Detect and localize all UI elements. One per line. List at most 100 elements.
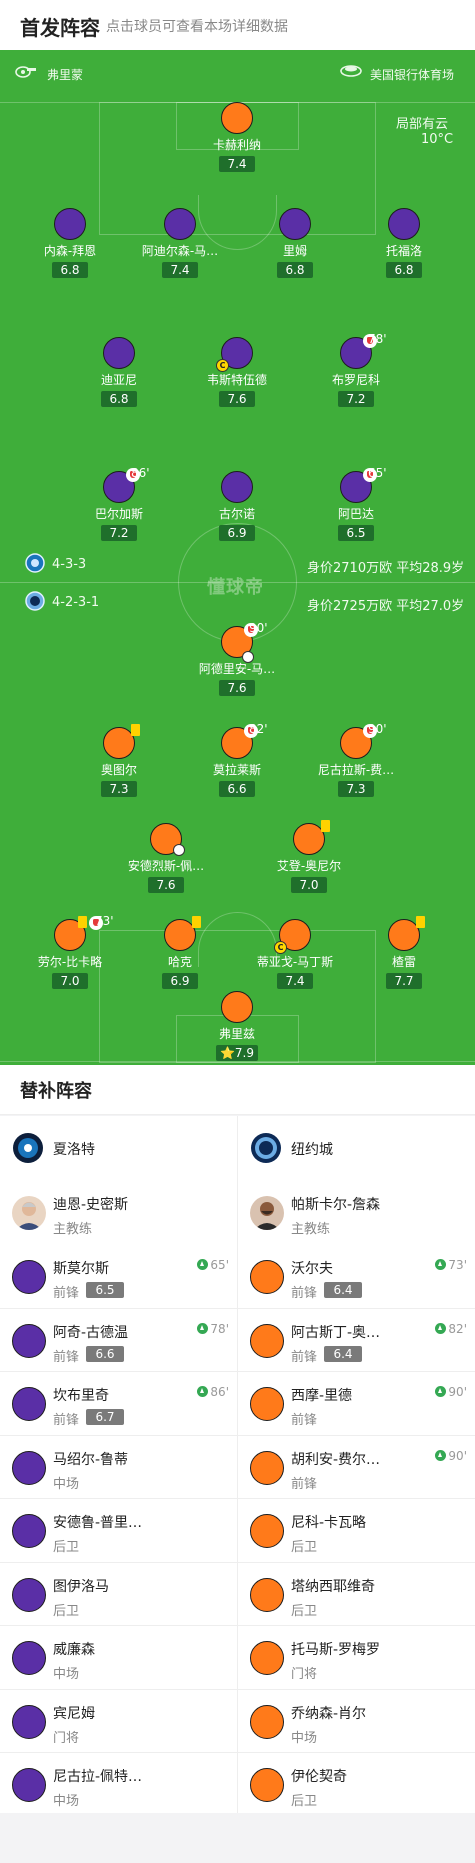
player-home-gk[interactable]: 卡赫利纳 7.4 — [177, 102, 297, 172]
sub-minute: 90' — [368, 722, 387, 736]
coach-label: 弗里蒙 — [47, 68, 84, 82]
row-divider — [238, 1561, 475, 1563]
player-avatar — [250, 1641, 284, 1675]
player-away-gk[interactable]: 弗里兹 ⭐7.9 — [177, 991, 297, 1061]
sub-name: 乔纳森-肖尔 — [291, 1705, 367, 1722]
player-rating: 7.6 — [148, 877, 184, 893]
away-sub-row[interactable]: 托马斯-罗梅罗门将 — [238, 1625, 475, 1689]
player-avatar — [12, 1704, 46, 1739]
player-home-9[interactable]: 古尔诺 6.9 — [177, 471, 297, 541]
player-avatar — [103, 724, 140, 759]
row-divider — [238, 1752, 475, 1753]
sub-minute: 86' — [131, 466, 150, 480]
player-avatar — [54, 208, 86, 240]
player-avatar — [250, 1450, 284, 1485]
sub-position: 前锋 — [291, 1349, 318, 1365]
sub-rating: 6.4 — [324, 1345, 362, 1362]
player-avatar: 82' — [221, 722, 268, 759]
home-sub-row[interactable]: 图伊洛马后卫 — [0, 1562, 237, 1626]
sub-position: 前锋 — [53, 1349, 80, 1365]
player-away-4[interactable]: 安德烈斯-佩… 7.6 — [106, 823, 226, 893]
player-rating: 7.2 — [338, 391, 374, 407]
home-sub-row[interactable]: 威廉森中场 — [0, 1625, 237, 1689]
sub-minute: 82' — [249, 722, 268, 736]
player-rating: 7.0 — [291, 877, 327, 893]
sub-position: 前锋 — [53, 1286, 80, 1301]
sub-on-arrow-icon — [197, 1322, 209, 1334]
sub-on-minute: 78' — [210, 1321, 229, 1336]
player-avatar — [164, 208, 196, 240]
home-coach-row[interactable]: 迪恩-史密斯 主教练 — [0, 1180, 237, 1244]
sub-off-icon — [363, 334, 377, 348]
player-rating: 6.8 — [277, 262, 313, 278]
home-sub-row[interactable]: 宾尼姆门将 — [0, 1689, 237, 1753]
sub-name: 阿古斯丁-奥… — [291, 1324, 381, 1341]
player-avatar — [250, 1704, 284, 1739]
sub-off-icon — [244, 724, 258, 738]
away-sub-row[interactable]: 塔纳西耶维奇后卫 — [238, 1562, 475, 1626]
sub-name: 图伊洛马 — [53, 1578, 109, 1595]
player-home-10[interactable]: 65' 阿巴达 6.5 — [296, 466, 416, 541]
home-formation: 4-3-3 — [52, 557, 87, 572]
nycfc-logo-icon — [25, 591, 45, 611]
player-rating: 7.0 — [52, 973, 88, 989]
player-name: 布罗尼科 — [331, 373, 380, 387]
player-home-3[interactable]: 里姆 6.8 — [235, 208, 355, 278]
row-divider — [238, 1434, 475, 1436]
away-team-name: 纽约城 — [291, 1142, 333, 1158]
player-away-1[interactable]: 奥图尔 7.3 — [59, 724, 179, 797]
player-away-0[interactable]: 90' 阿德里安-马… 7.6 — [177, 621, 297, 696]
away-sub-row[interactable]: 尼科-卡瓦略后卫 — [238, 1498, 475, 1562]
yellow-card-icon — [192, 916, 201, 928]
player-avatar — [12, 1641, 46, 1675]
sub-on-indicator: 78' — [197, 1322, 229, 1336]
coach-avatar — [250, 1196, 284, 1230]
player-away-5[interactable]: 艾登-奥尼尔 7.0 — [249, 820, 369, 893]
player-home-4[interactable]: 托福洛 6.8 — [344, 208, 464, 278]
sub-off-icon — [363, 468, 377, 482]
player-name: 劳尔-比卡略 — [37, 955, 103, 969]
player-away-6[interactable]: 73' 劳尔-比卡略 7.0 — [10, 914, 130, 989]
home-sub-row[interactable]: 马绍尔-鲁蒂中场 — [0, 1435, 237, 1499]
player-avatar — [12, 1260, 46, 1294]
sub-position: 后卫 — [291, 1603, 318, 1619]
player-away-3[interactable]: 90' 尼古拉斯-费… 7.3 — [296, 722, 416, 797]
player-rating: 6.8 — [52, 262, 88, 278]
player-home-8[interactable]: 86' 巴尔加斯 7.2 — [59, 466, 179, 541]
sub-position: 中场 — [53, 1476, 80, 1492]
player-rating: 6.5 — [338, 525, 374, 541]
player-home-1[interactable]: 内森-拜恩 6.8 — [10, 208, 130, 278]
player-rating: 7.3 — [338, 781, 374, 797]
coach-role: 主教练 — [291, 1222, 331, 1237]
sub-minute: 65' — [368, 466, 387, 480]
player-home-2[interactable]: 阿迪尔森-马… 7.4 — [120, 208, 240, 278]
player-name: 内森-拜恩 — [43, 244, 97, 258]
player-home-6[interactable]: C 韦斯特伍德 7.6 — [177, 337, 297, 407]
player-away-7[interactable]: 哈克 6.9 — [120, 916, 240, 989]
home-sub-row[interactable]: 安德鲁-普里…后卫 — [0, 1498, 237, 1562]
away-sub-row[interactable]: 乔纳森-肖尔中场 — [238, 1689, 475, 1753]
player-rating: 7.7 — [386, 973, 422, 989]
player-home-7[interactable]: 78' 布罗尼科 7.2 — [296, 332, 416, 407]
player-avatar — [279, 208, 311, 240]
away-sub-row[interactable]: 伊伦契奇后卫 — [238, 1752, 475, 1816]
sub-name: 阿奇-古德温 — [53, 1324, 129, 1341]
player-away-2[interactable]: 82' 莫拉莱斯 6.6 — [177, 722, 297, 797]
player-rating: 6.8 — [101, 391, 137, 407]
sub-on-arrow-icon — [197, 1259, 209, 1270]
player-away-8[interactable]: C 蒂亚戈-马丁斯 7.4 — [235, 919, 355, 989]
sub-off-icon — [363, 724, 377, 738]
home-team-name: 夏洛特 — [53, 1142, 95, 1158]
player-rating: 7.6 — [219, 680, 255, 696]
player-home-5[interactable]: 迪亚尼 6.8 — [59, 337, 179, 407]
home-sub-row[interactable]: 尼古拉-佩特…中场 — [0, 1752, 237, 1816]
player-away-9[interactable]: 楂雷 7.7 — [344, 916, 464, 989]
away-coach-row[interactable]: 帕斯卡尔-詹森 主教练 — [238, 1180, 475, 1244]
